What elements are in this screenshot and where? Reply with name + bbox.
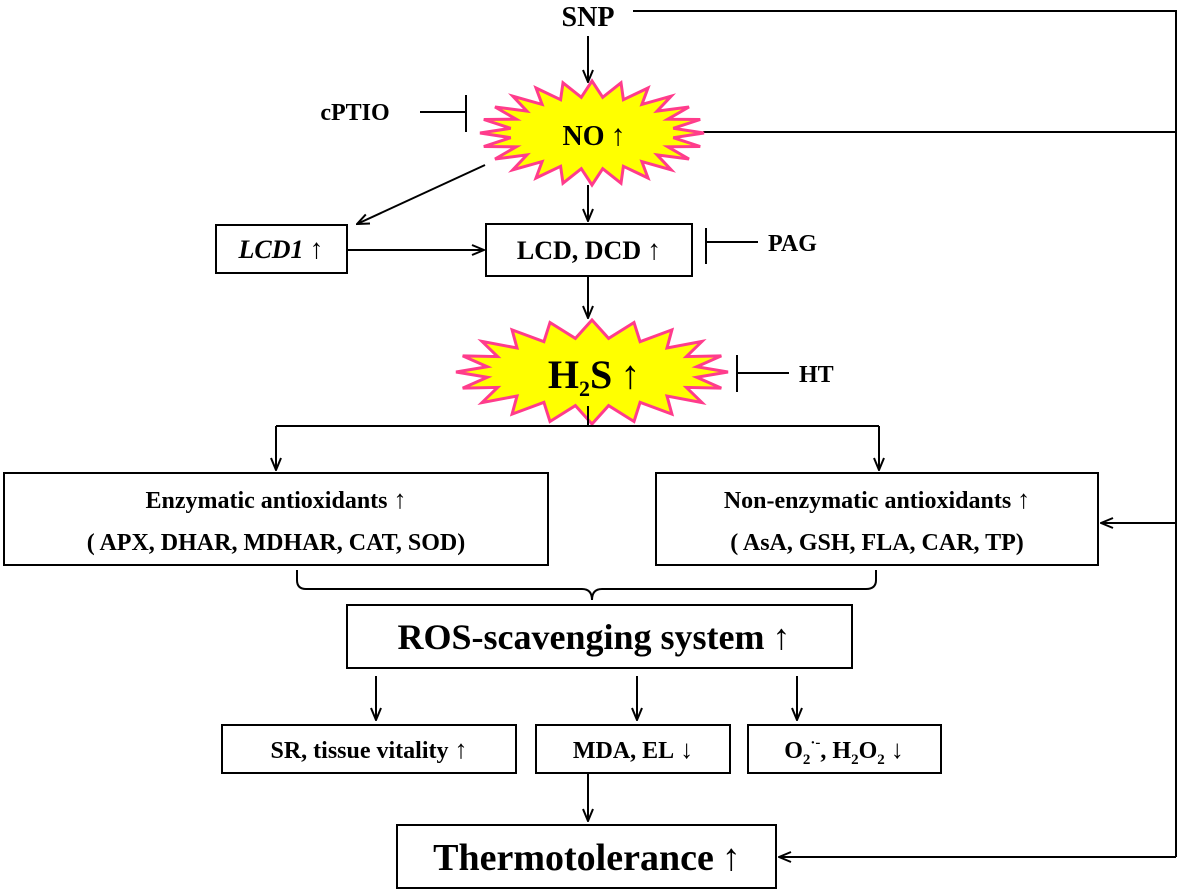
ros-scavenging-box (346, 604, 853, 669)
antioxidant-merge-bracket (296, 570, 877, 601)
pag-label: PAG (768, 231, 817, 257)
enzymatic-box (3, 472, 549, 566)
thermotolerance-label: Thermotolerance↑ (433, 837, 741, 879)
lcd-dcd-up-arrow-icon: ↑ (647, 235, 661, 266)
thermotolerance-up-arrow-icon: ↑ (722, 837, 741, 879)
snp-label: SNP (562, 2, 615, 33)
o2-h2o2-box (747, 724, 942, 774)
o2-down-arrow-icon: ↓ (891, 735, 904, 764)
snp-right-line (633, 10, 1177, 857)
lcd1-box (215, 224, 348, 274)
h2s-label: H2S↑ (548, 352, 640, 401)
h2s-burst-shape (455, 317, 729, 427)
o2-h2o2-label: O2·-, H2O2↓ (784, 735, 904, 768)
thermotolerance-box (396, 824, 777, 889)
non-enzymatic-list: ( AsA, GSH, FLA, CAR, TP) (730, 530, 1024, 556)
h2s-up-arrow-icon: ↑ (620, 352, 640, 397)
sr-vitality-box (221, 724, 517, 774)
enzymatic-title: Enzymatic antioxidants↑ (145, 485, 406, 514)
lcd1-up-arrow-icon: ↑ (310, 234, 324, 265)
ros-up-arrow-icon: ↑ (773, 617, 791, 657)
mda-el-box (535, 724, 731, 774)
enzymatic-up-arrow-icon: ↑ (394, 485, 407, 514)
non-enzymatic-up-arrow-icon: ↑ (1017, 485, 1030, 514)
sr-up-arrow-icon: ↑ (455, 735, 468, 764)
lcd1-label: LCD1↑ (238, 234, 324, 265)
mda-down-arrow-icon: ↓ (680, 735, 693, 764)
cptio-label: cPTIO (320, 100, 389, 126)
ht-label: HT (799, 362, 834, 388)
non-enzymatic-title: Non-enzymatic antioxidants↑ (724, 485, 1030, 514)
no-to-lcd1-arrow (357, 164, 486, 224)
no-label: NO↑ (563, 119, 626, 152)
mda-el-label: MDA, EL↓ (573, 735, 693, 764)
sr-vitality-label: SR, tissue vitality↑ (270, 735, 467, 764)
ros-scavenging-label: ROS-scavenging system↑ (398, 617, 791, 657)
enzymatic-list: ( APX, DHAR, MDHAR, CAT, SOD) (87, 530, 465, 556)
no-burst-shape (479, 78, 705, 188)
no-up-arrow-icon: ↑ (611, 119, 626, 152)
non-enzymatic-box (655, 472, 1099, 566)
lcd-dcd-label: LCD, DCD↑ (517, 235, 661, 266)
